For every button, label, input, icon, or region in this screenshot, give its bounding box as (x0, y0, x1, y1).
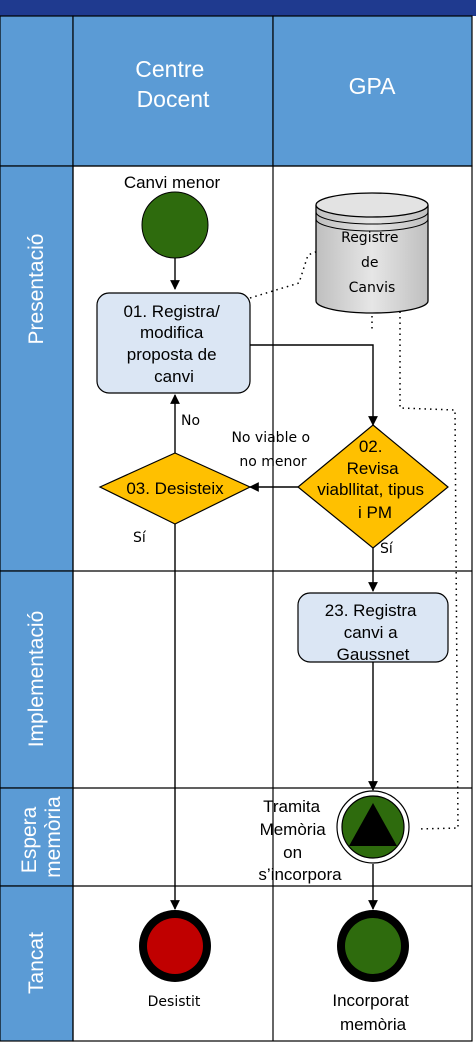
gateway-02-line2: Revisa (347, 459, 400, 478)
task-01-registra (96, 292, 251, 394)
intermediate-event-tramita (336, 790, 410, 864)
lane-title-centre-line2: Docent (137, 86, 210, 112)
row-header-implementacio (0, 570, 74, 789)
svg-text:Espera memòria: Espera memòria (18, 796, 65, 878)
task-01-line1: 01. Registra/ (123, 302, 220, 321)
lane-header-centre-docent (72, 15, 274, 167)
row-label-implementacio: Implementació (25, 611, 48, 748)
association-lines (249, 250, 459, 830)
svg-text:No viable o no menor: No viable o no menor (231, 430, 314, 470)
event-label-line1: Tramita (263, 797, 321, 816)
gateway-02-line1: 02. (359, 437, 383, 456)
row-label-tancat: Tancat (25, 932, 48, 994)
lane-title-centre-line1: Centre (135, 56, 204, 82)
row-label-espera-line1: Espera (18, 806, 41, 873)
row-header-tancat (0, 885, 74, 1042)
datastore-label-line1: Registre (341, 230, 398, 246)
corner-cell (0, 15, 74, 167)
datastore-label-line3: Canvis (349, 280, 396, 296)
event-label-line2: Memòria (260, 820, 327, 839)
svg-text:23. Registra canvi a G: 23. Registra canvi a Gaussnet (325, 601, 421, 664)
task-23-registra-gaussnet (297, 592, 449, 663)
edge-label-no-viable-line1: No viable o (231, 430, 310, 446)
gateway-02-revisa (297, 424, 449, 549)
edge-label-no: No (181, 413, 200, 429)
edge-label-si-right: Sí (380, 541, 394, 557)
lane-grid (72, 165, 473, 1042)
task-23-line1: 23. Registra (325, 601, 417, 620)
end-event-incorporat (337, 910, 409, 982)
row-label-presentacio: Presentació (25, 234, 48, 345)
svg-text:Incorporat memòria: Incorporat memòria (332, 991, 413, 1034)
row-header-presentacio (0, 165, 74, 572)
end-event-desistit (139, 910, 211, 982)
svg-text:Tramita Memòria on: Tramita Memòria on s’incorpora (258, 797, 342, 884)
sequence-flows (170, 256, 378, 910)
datastore-label-line2: de (361, 255, 379, 271)
start-event-label: Canvi menor (124, 173, 221, 192)
datastore-registre-canvis (315, 192, 429, 314)
svg-text:Registre de Canvis: Registre de Canvis (341, 230, 403, 296)
svg-text:02. Revisa viabllitat,: 02. Revisa viabllitat, tipus i PM (317, 437, 429, 522)
gateway-02-line4: i PM (358, 503, 392, 522)
end-event-desistit-label: Desistit (148, 994, 201, 1010)
svg-text:01. Registra/ modifica: 01. Registra/ modifica proposta de canvi (123, 302, 224, 386)
gateway-03-label: 03. Desisteix (126, 479, 224, 498)
end-event-incorporat-line2: memòria (340, 1015, 407, 1034)
triangle-icon (349, 803, 397, 846)
task-01-line3: proposta de (127, 345, 217, 364)
svg-text:Centre Docent: Centre Docent (135, 56, 210, 112)
top-bar (0, 0, 476, 16)
event-label-line4: s’incorpora (258, 865, 342, 884)
event-label-line3: on (283, 843, 302, 862)
lane-header-gpa (272, 15, 473, 167)
edge-label-si-left: Sí (133, 530, 147, 546)
task-01-line4: canvi (154, 367, 194, 386)
edge-label-no-viable-line2: no menor (239, 454, 307, 470)
task-01-line2: modifica (140, 323, 204, 342)
end-event-incorporat-line1: Incorporat (332, 991, 409, 1010)
task-23-line2: canvi a (344, 623, 398, 642)
start-event (141, 191, 209, 259)
gateway-03-desisteix (98, 452, 252, 525)
lane-title-gpa: GPA (349, 73, 397, 99)
task-23-line3: Gaussnet (337, 645, 410, 664)
gateway-02-line3: viabllitat, tipus (317, 480, 424, 499)
row-label-espera-line2: memòria (42, 796, 65, 878)
